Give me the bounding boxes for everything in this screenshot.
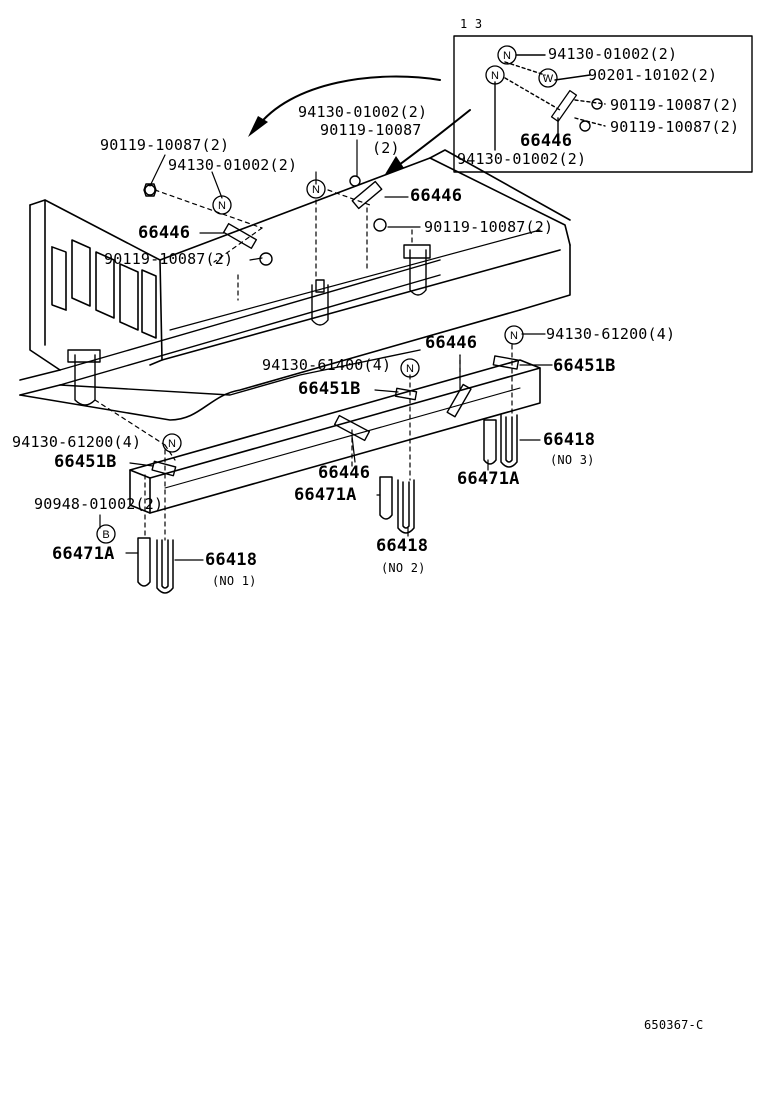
nut-symbol-left (212, 195, 232, 215)
label-mid-spacer: 66471A (294, 485, 357, 505)
truck-bed (19, 149, 571, 421)
label-left-pad: 66451B (54, 452, 117, 472)
label-lb-bolt-no: (NO 1) (212, 574, 257, 588)
label-mid-plate: 66446 (318, 463, 371, 483)
label-left-plate: 66446 (138, 223, 191, 243)
label-mid-bolt: 66418 (376, 536, 429, 556)
sym-n-7: N (168, 438, 176, 450)
label-inset-nut-top: 94130-01002(2) (548, 45, 678, 63)
dashed-leaders (94, 189, 513, 541)
label-top-plate-mid: 66446 (410, 186, 463, 206)
inset-nut-symbol-2 (485, 65, 505, 85)
inset-frame (453, 35, 753, 173)
label-rb-bolt-no: (NO 3) (550, 453, 595, 467)
sym-n-1: N (503, 50, 511, 62)
label-left-bolt3: 90948-01002(2) (34, 495, 164, 513)
lower-ubolts (137, 414, 518, 594)
sym-b: B (102, 529, 109, 541)
label-mid-pad: 66451B (298, 379, 361, 399)
inset-nut-symbol-1 (497, 45, 517, 65)
label-mid-bolt-no: (NO 2) (381, 561, 426, 575)
inset-parts (494, 54, 606, 151)
label-rb-bolt: 66418 (543, 430, 596, 450)
sym-n-4: N (218, 200, 226, 212)
label-left-nut2: 94130-61200(4) (12, 433, 142, 451)
label-top-bolt-mid-qty: (2) (372, 139, 400, 157)
inset-title: 1 3 (460, 17, 483, 31)
label-left-bolt2: 90119-10087(2) (104, 250, 234, 268)
label-right-plate: 66446 (425, 333, 478, 353)
label-inset-washer: 90201-10102(2) (588, 66, 718, 84)
arrowhead-right (384, 156, 404, 176)
sym-n-6: N (406, 363, 414, 375)
arrowhead-left (248, 116, 268, 137)
label-inset-nut-bottom: 94130-01002(2) (457, 150, 587, 168)
symbol-circles (96, 45, 558, 544)
nut-symbol-mid (400, 358, 420, 378)
label-right-nut: 94130-61200(4) (546, 325, 676, 343)
sub-frame (129, 359, 541, 514)
sym-w: W (543, 73, 554, 85)
symbol-letters: N W N N N N N N B (102, 50, 553, 541)
nut-symbol-leftlow (162, 433, 182, 453)
leader-arrow-left (254, 75, 441, 131)
label-mid-nut: 94130-61400(4) (262, 356, 392, 374)
label-inset-bolt-b: 90119-10087(2) (610, 118, 740, 136)
label-lb-bolt: 66418 (205, 550, 258, 570)
label-left-nut: 94130-01002(2) (168, 156, 298, 174)
sym-n-2: N (491, 70, 499, 82)
label-top-nut-mid: 94130-01002(2) (298, 103, 428, 121)
solid-leaders (99, 139, 553, 561)
upper-ubolts (67, 244, 431, 406)
sym-n-3: N (312, 184, 320, 196)
label-left-bolt: 90119-10087(2) (100, 136, 230, 154)
label-top-bolt-mid: 90119-10087 (320, 121, 422, 139)
nut-symbol-top (306, 179, 326, 199)
footer-code: 650367-C (644, 1018, 704, 1032)
label-lb-spacer: 66471A (52, 544, 115, 564)
label-inset-plate: 66446 (520, 131, 573, 151)
inset-washer-symbol (538, 68, 558, 88)
sym-n-5: N (510, 330, 518, 342)
label-rb-spacer: 66471A (457, 469, 520, 489)
nut-symbol-right (504, 325, 524, 345)
label-right-pad: 66451B (553, 356, 616, 376)
bolt-symbol (96, 524, 116, 544)
label-top-bolt-mid2: 90119-10087(2) (424, 218, 554, 236)
label-inset-bolt-a: 90119-10087(2) (610, 96, 740, 114)
